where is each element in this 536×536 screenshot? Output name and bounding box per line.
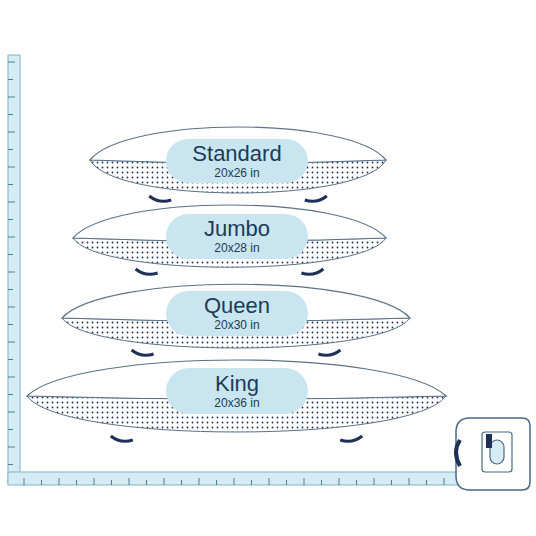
- pillow-dimensions: 20x30 in: [166, 318, 308, 332]
- tape-measure: [456, 418, 530, 490]
- pillow-name: Standard: [166, 142, 308, 166]
- pillow: [62, 284, 410, 355]
- size-label: Queen20x30 in: [166, 291, 308, 336]
- size-label: Standard20x26 in: [166, 139, 308, 183]
- pillow: [90, 127, 386, 201]
- pillow-name: Jumbo: [166, 217, 308, 241]
- size-label: King20x36 in: [166, 368, 308, 414]
- pillow-name: Queen: [166, 294, 308, 318]
- pillow-dimensions: 20x28 in: [166, 241, 308, 255]
- pillow: [73, 205, 386, 274]
- pillow-dimensions: 20x26 in: [166, 166, 308, 180]
- pillow-dimensions: 20x36 in: [166, 396, 308, 410]
- ruler: [8, 55, 460, 485]
- pillow-name: King: [166, 372, 308, 396]
- pillow: [27, 360, 446, 441]
- size-label: Jumbo20x28 in: [166, 214, 308, 259]
